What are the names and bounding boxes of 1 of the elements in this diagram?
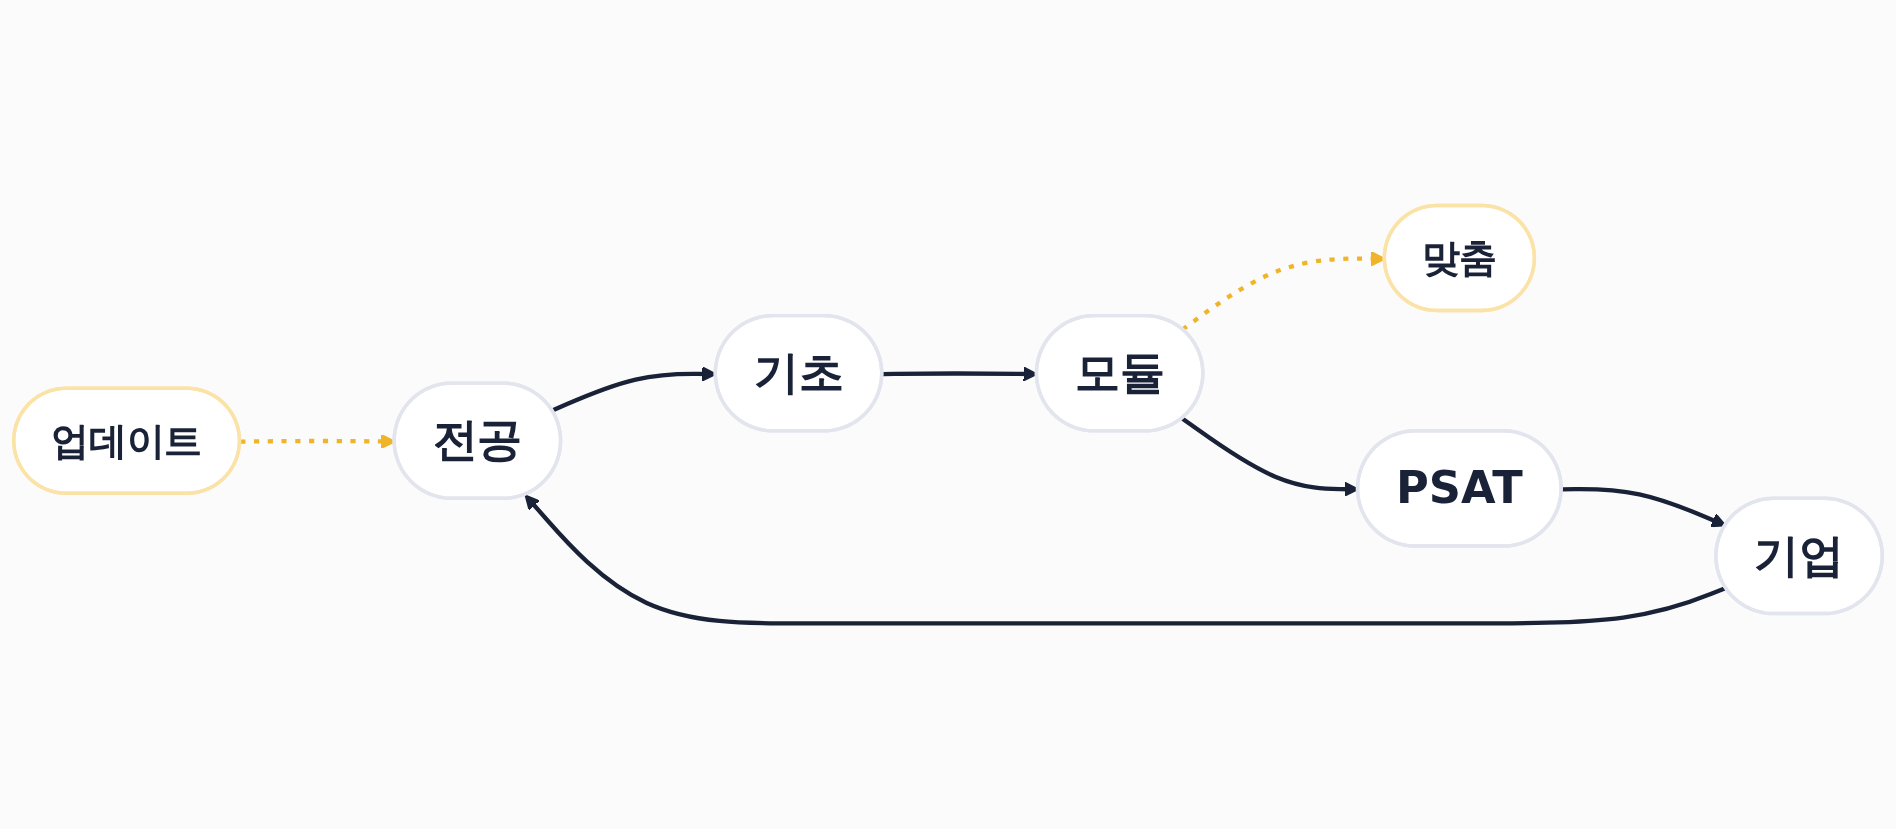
arrow [524, 494, 1727, 626]
